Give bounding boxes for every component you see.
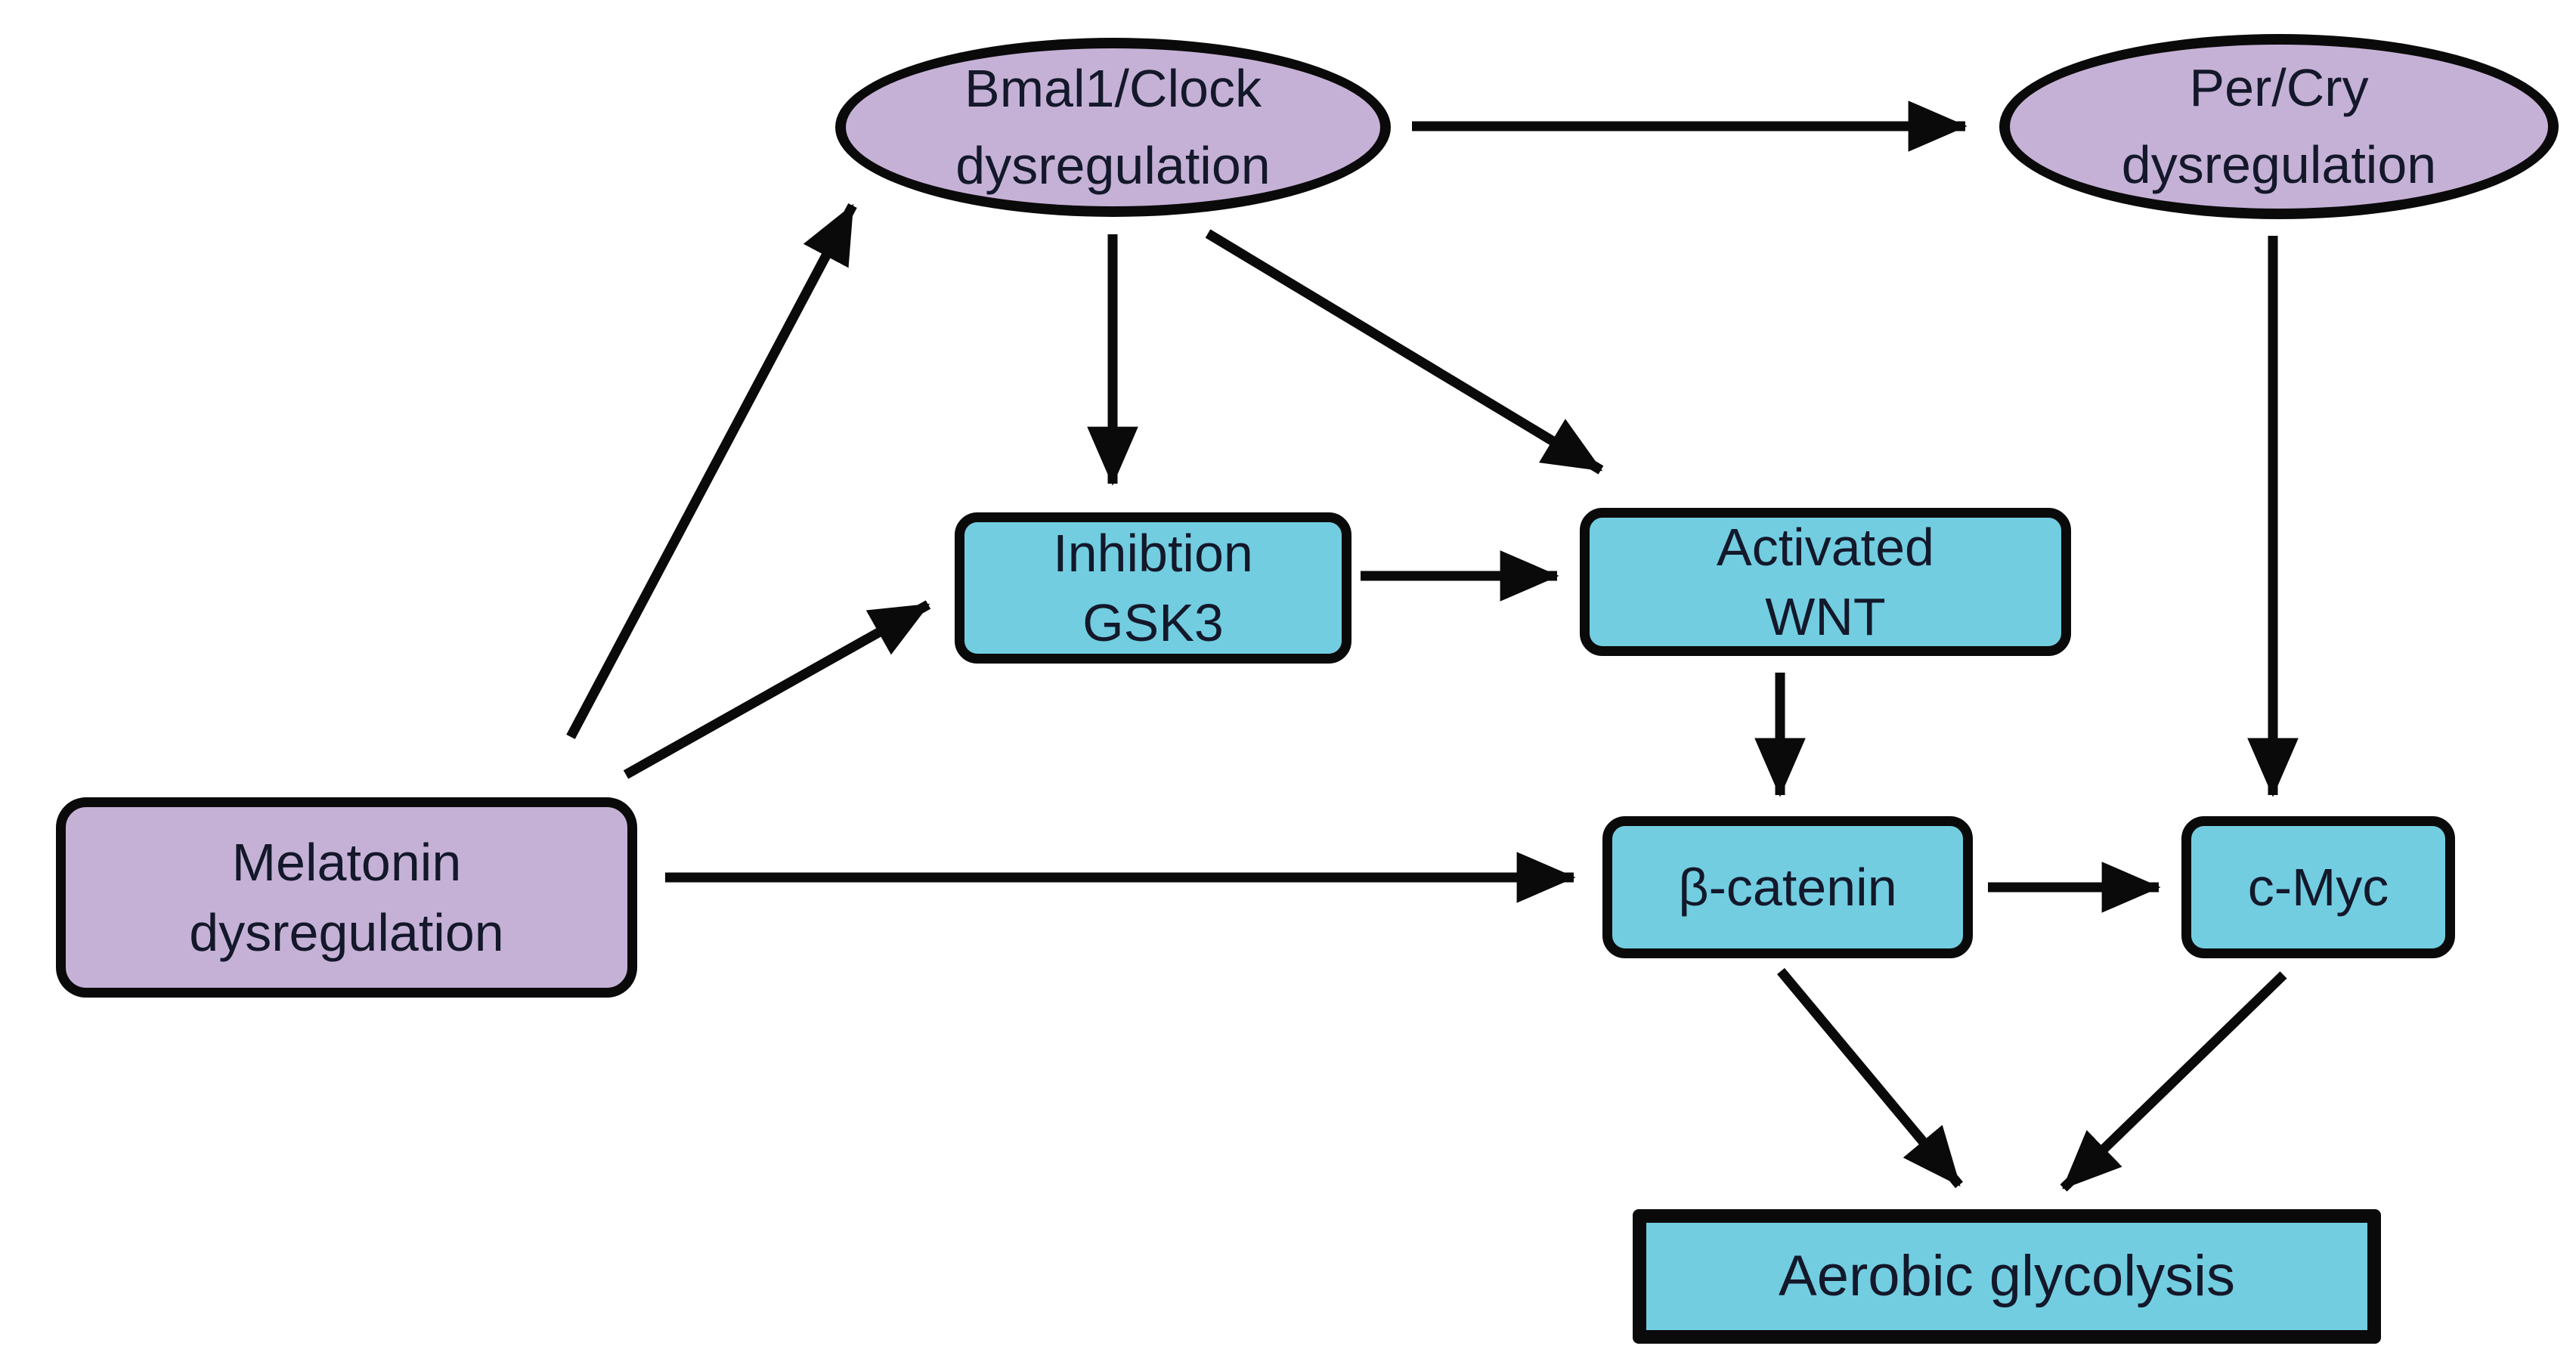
arrow-bmal1-to-wnt xyxy=(1205,229,1604,475)
arrow-bcatenin-to-aerobic xyxy=(1777,967,1963,1189)
node-activated-wnt: Activated WNT xyxy=(1580,508,2071,656)
node-aerobic-glycolysis: Aerobic glycolysis xyxy=(1633,1209,2381,1344)
node-melatonin-dysregulation: Melatonin dysregulation xyxy=(56,797,637,998)
node-label-line: WNT xyxy=(1765,587,1886,646)
arrow-cmyc-to-aerobic xyxy=(2060,971,2287,1192)
node-inhibtion-gsk3: Inhibtion GSK3 xyxy=(955,512,1351,664)
node-beta-catenin: β-catenin xyxy=(1602,816,1973,958)
node-label-line: GSK3 xyxy=(1082,593,1224,652)
node-label-line: β-catenin xyxy=(1678,857,1897,917)
node-label-line: dysregulation xyxy=(189,902,504,962)
node-label-line: Aerobic glycolysis xyxy=(1779,1243,2235,1308)
node-percry-dysregulation: Per/Cry dysregulation xyxy=(1999,34,2559,219)
node-label-line: Melatonin xyxy=(231,833,462,893)
node-bmal1-clock-dysregulation: Bmal1/Clock dysregulation xyxy=(835,38,1391,217)
node-label-line: Activated xyxy=(1717,517,1934,577)
arrow-melatonin-to-gsk3 xyxy=(623,600,931,779)
node-label-line: Per/Cry xyxy=(2189,58,2369,117)
node-c-myc: c-Myc xyxy=(2181,816,2455,958)
node-label-line: dysregulation xyxy=(955,135,1271,195)
node-label-line: c-Myc xyxy=(2247,857,2389,917)
arrow-melatonin-to-bmal1 xyxy=(566,203,857,740)
node-label-line: Bmal1/Clock xyxy=(964,59,1262,118)
node-label-line: dysregulation xyxy=(2121,135,2437,194)
node-label-line: Inhibtion xyxy=(1053,523,1253,583)
